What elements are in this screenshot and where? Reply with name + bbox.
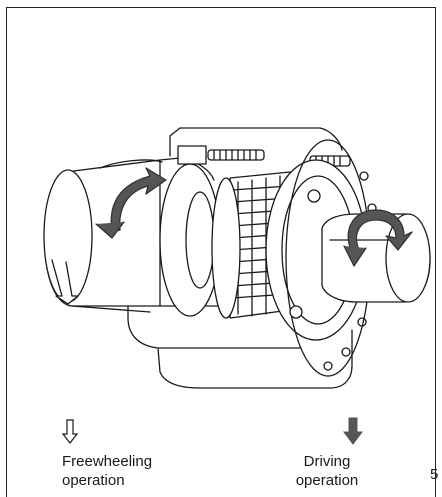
driving-line-1: Driving [303,453,351,470]
left-shaft-hollow-arrow [51,259,79,305]
freewheel-clutch-illustration [43,127,431,389]
solid-down-arrow-icon [343,417,363,450]
freewheeling-line-1: Freewheeling [62,453,153,470]
rotation-arrow-right [343,209,413,267]
freewheeling-line-2: operation [62,472,125,489]
rotation-arrow-left [95,167,167,239]
driving-operation-label: Driving operation [286,452,368,490]
right-shaft [321,213,431,303]
left-shaft [43,159,163,313]
driving-line-2: operation [295,472,359,489]
hollow-down-arrow-icon [61,419,79,450]
page-number: 5 [430,466,439,483]
page-frame [6,7,436,497]
freewheeling-operation-label: Freewheeling operation [62,452,172,490]
